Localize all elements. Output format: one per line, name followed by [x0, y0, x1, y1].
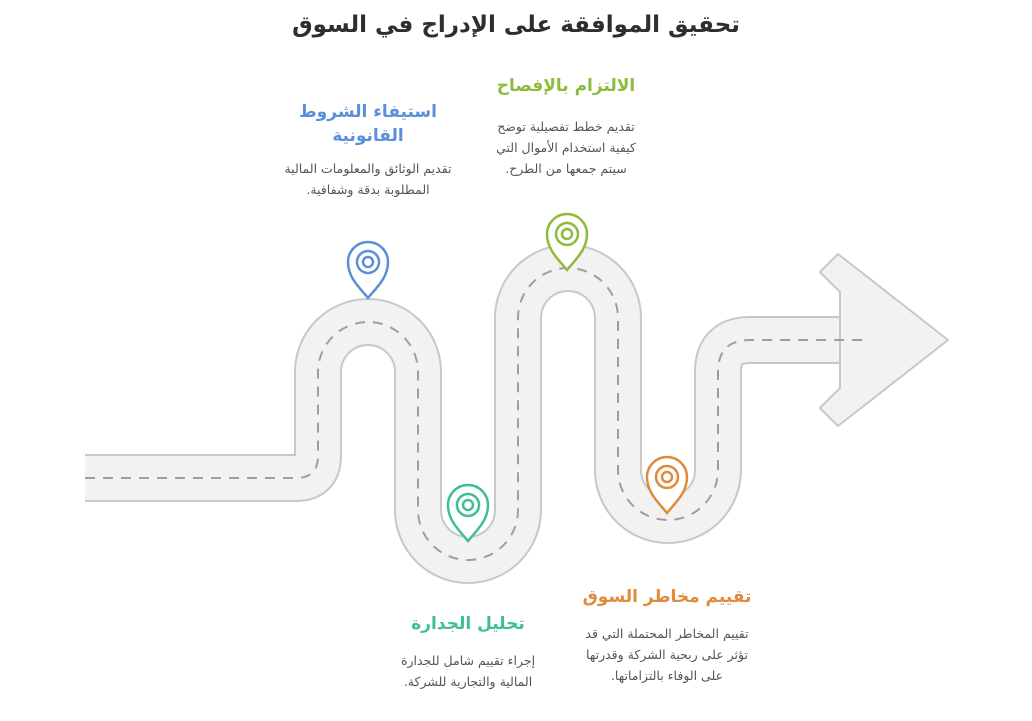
- pin-legal: [346, 240, 390, 301]
- step-heading: استيفاء الشروط القانونية: [299, 102, 437, 146]
- step-disclosure-commitment: الالتزام بالإفصاح تقديم خطط تفصيلية توضح…: [482, 74, 650, 179]
- step-legal-requirements: استيفاء الشروط القانونية تقديم الوثائق و…: [280, 100, 456, 200]
- step-solvency-analysis: تحليل الجدارة إجراء تقييم شامل للجدارة ا…: [385, 612, 551, 692]
- step-heading: الالتزام بالإفصاح: [496, 76, 636, 96]
- step-market-risk-assessment: تقييم مخاطر السوق تقييم المخاطر المحتملة…: [582, 585, 752, 686]
- step-heading: تحليل الجدارة: [411, 614, 525, 634]
- pin-solvency: [446, 483, 490, 544]
- step-description: تقييم المخاطر المحتملة التي قد تؤثر على …: [585, 626, 749, 683]
- step-description: تقديم الوثائق والمعلومات المالية المطلوب…: [284, 161, 452, 197]
- step-description: إجراء تقييم شامل للجدارة المالية والتجار…: [400, 653, 536, 689]
- pin-disclosure: [545, 212, 589, 273]
- step-heading: تقييم مخاطر السوق: [582, 587, 752, 607]
- step-description: تقديم خطط تفصيلية توضح كيفية استخدام الأ…: [496, 119, 636, 176]
- diagram-title: تحقيق الموافقة على الإدراج في السوق: [292, 12, 740, 38]
- road-center-dashes: [85, 267, 865, 561]
- pin-market-risk: [645, 455, 689, 516]
- arrow-head: [819, 253, 949, 427]
